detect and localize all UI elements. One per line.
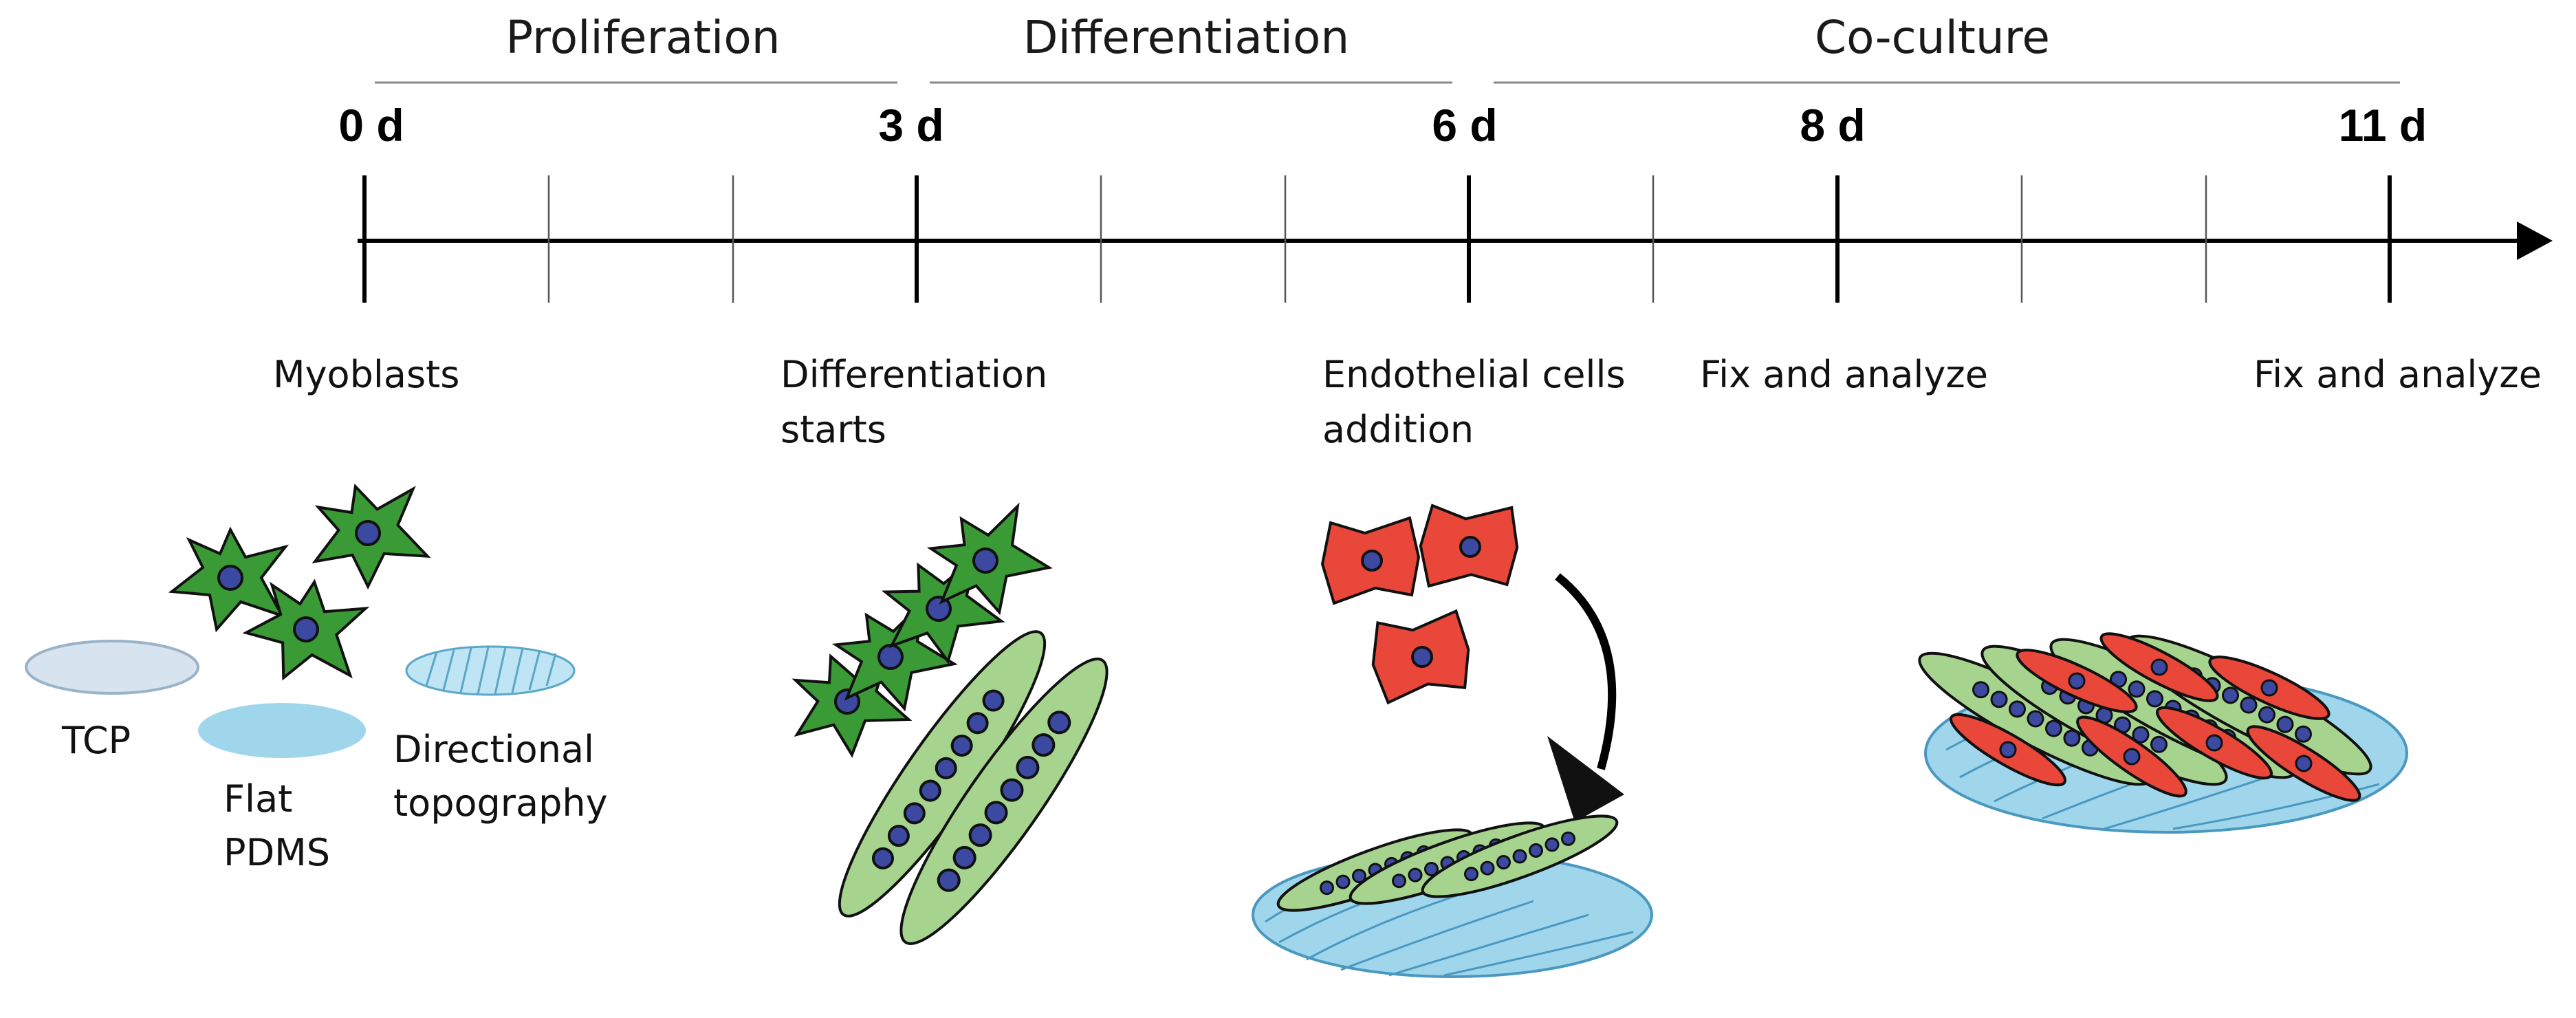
event-label-fix-11d: Fix and analyze xyxy=(2253,353,2542,396)
event-label-myoblasts: Myoblasts xyxy=(273,353,459,396)
event-label-differentiation-1: Differentiation xyxy=(781,353,1047,396)
event-label-fix-8d: Fix and analyze xyxy=(1700,353,1988,396)
event-label-endothelial-2: addition xyxy=(1322,408,1474,451)
phase-label-coculture: Co-culture xyxy=(1815,11,2050,64)
substrate-flat-pdms xyxy=(198,703,366,758)
day-label-3: 3 d xyxy=(878,100,943,151)
timeline-axis xyxy=(358,175,2553,303)
substrate-label-tcp: TCP xyxy=(61,719,131,762)
coated-substrate-day6 xyxy=(1252,814,1653,978)
arrowhead-icon xyxy=(2517,221,2553,260)
substrate-tcp xyxy=(25,640,199,695)
endothelial-cells xyxy=(1321,498,1522,706)
major-ticks xyxy=(362,175,2392,303)
myotube-cluster xyxy=(774,490,1109,945)
myoblast-cells xyxy=(171,470,436,691)
substrate-label-flat: Flat xyxy=(223,777,292,821)
day-label-8: 8 d xyxy=(1800,100,1865,151)
substrate-label-directional: Directional xyxy=(393,728,594,771)
phase-label-differentiation: Differentiation xyxy=(1023,11,1349,64)
event-label-differentiation-2: starts xyxy=(781,408,886,451)
arrow-icon xyxy=(1547,736,1624,822)
minor-ticks xyxy=(547,175,2207,303)
day-label-11: 11 d xyxy=(2339,100,2427,151)
substrate-label-pdms: PDMS xyxy=(223,831,330,874)
phase-label-proliferation: Proliferation xyxy=(505,11,780,64)
day-label-0: 0 d xyxy=(338,100,404,151)
substrate-directional xyxy=(405,645,576,696)
addition-arrow xyxy=(1547,573,1624,822)
event-label-endothelial-1: Endothelial cells xyxy=(1322,353,1626,396)
coculture-substrate xyxy=(1918,616,2408,834)
day-label-6: 6 d xyxy=(1432,100,1497,151)
substrate-label-topography: topography xyxy=(393,781,608,825)
